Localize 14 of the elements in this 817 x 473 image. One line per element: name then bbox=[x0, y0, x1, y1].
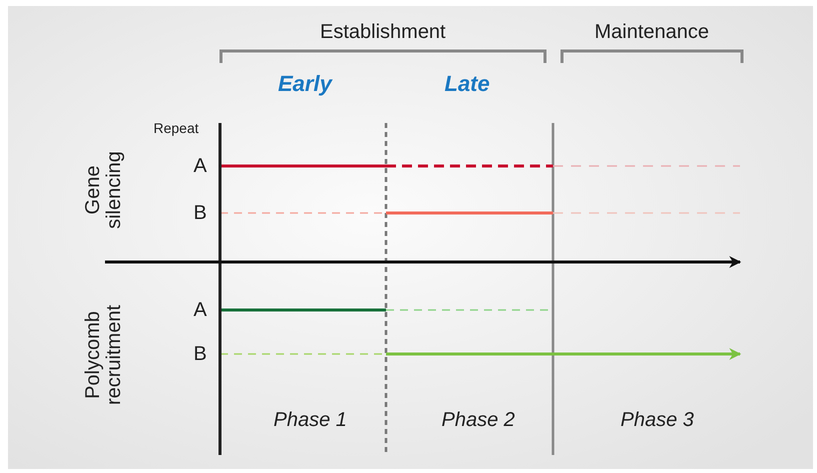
phase-label: Phase 1 bbox=[274, 409, 347, 431]
phase-label: Phase 2 bbox=[442, 409, 515, 431]
axis-title: Repeat bbox=[154, 120, 199, 136]
group-label: Gene silencing bbox=[83, 150, 125, 231]
stage-label: Early bbox=[278, 72, 332, 96]
stage-label: Late bbox=[444, 72, 490, 96]
row-label: B bbox=[194, 202, 207, 224]
row-label: B bbox=[194, 343, 207, 365]
phase-label: Phase 3 bbox=[620, 409, 694, 431]
row-label: A bbox=[194, 155, 207, 177]
group-label: Polycomb recruitment bbox=[83, 304, 125, 408]
row-label: A bbox=[194, 299, 207, 321]
phase-heading: Maintenance bbox=[594, 21, 710, 43]
phase-heading: Establishment bbox=[320, 21, 446, 43]
